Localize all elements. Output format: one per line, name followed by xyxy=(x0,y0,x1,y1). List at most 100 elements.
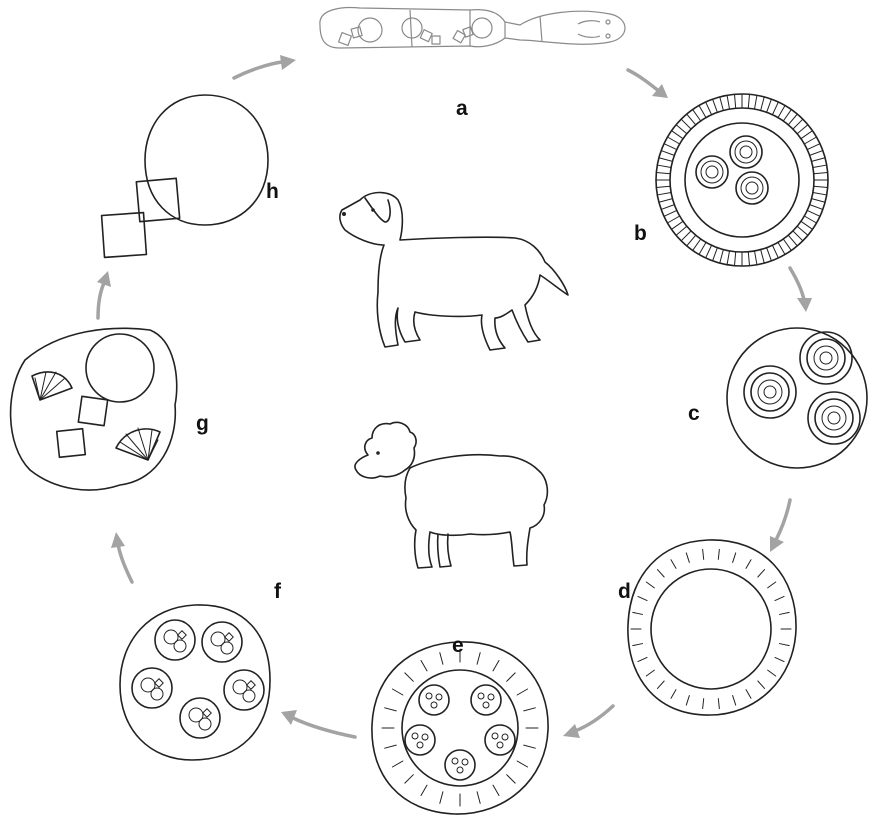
brood-capsule xyxy=(202,622,242,662)
striation-tick xyxy=(767,248,772,261)
stage-label-f: f xyxy=(274,580,282,603)
striation-tick xyxy=(813,193,827,195)
striation-tick xyxy=(793,231,803,241)
striation-tick xyxy=(421,660,427,670)
striation-tick xyxy=(524,745,536,748)
protoscolex xyxy=(174,640,186,652)
arrow-a-to-b xyxy=(628,70,668,98)
striation-tick xyxy=(507,775,515,783)
striation-tick xyxy=(775,596,784,600)
striation-tick xyxy=(727,95,729,109)
striation-tick xyxy=(524,708,536,711)
brood-capsule xyxy=(132,668,172,708)
striation-tick xyxy=(638,596,647,600)
striation-tick xyxy=(392,689,402,695)
striation-tick xyxy=(778,106,785,118)
stage-b-egg xyxy=(656,94,828,266)
striation-tick xyxy=(657,193,671,195)
striation-tick xyxy=(813,165,827,167)
hooklet-fan-2 xyxy=(116,428,160,460)
striation-tick xyxy=(767,99,772,112)
striation-tick xyxy=(755,95,757,109)
striation-tick xyxy=(440,653,443,665)
striation-tick xyxy=(633,612,643,614)
protoscolex xyxy=(431,702,437,708)
striation-tick xyxy=(507,673,515,681)
striation-tick xyxy=(718,699,719,709)
brood-capsule xyxy=(485,725,515,755)
striation-tick xyxy=(748,252,749,266)
striation-tick xyxy=(385,745,397,748)
striation-tick xyxy=(672,131,683,139)
protoscolex xyxy=(199,718,211,730)
stage-d-cyst xyxy=(628,540,796,715)
brood-capsule xyxy=(180,698,220,738)
arrow-f-to-g xyxy=(111,532,132,582)
protoscolex xyxy=(457,767,463,773)
striation-tick xyxy=(735,94,736,108)
protoscolex xyxy=(151,688,163,700)
protoscolex xyxy=(436,694,442,700)
striation-tick xyxy=(686,696,689,706)
protoscolex xyxy=(502,734,508,740)
striation-tick xyxy=(661,205,674,210)
striation-tick xyxy=(421,785,427,795)
protoscolex xyxy=(497,742,503,748)
striation-tick xyxy=(656,186,670,187)
hooklet xyxy=(203,709,211,717)
striation-tick xyxy=(693,110,701,121)
striation-tick xyxy=(693,239,701,250)
striation-tick xyxy=(812,199,826,203)
striation-tick xyxy=(477,653,480,665)
striation-tick xyxy=(810,205,823,210)
arrow-d-to-e xyxy=(563,706,613,738)
stage-label-b: b xyxy=(634,222,647,245)
striation-tick xyxy=(783,110,791,121)
stage-label-h: h xyxy=(266,180,279,203)
striation-tick xyxy=(671,560,676,569)
protoscolex xyxy=(417,742,423,748)
striation-tick xyxy=(646,582,654,588)
striation-tick xyxy=(687,235,696,246)
striation-tick xyxy=(761,97,765,111)
striation-tick xyxy=(797,125,808,134)
striation-tick xyxy=(703,549,704,559)
striation-tick xyxy=(681,231,691,241)
striation-tick xyxy=(706,245,712,258)
stage-label-d: d xyxy=(618,580,631,603)
hooklet xyxy=(247,681,255,689)
striation-tick xyxy=(746,560,751,569)
stage-e-hydatid-cyst xyxy=(372,642,548,814)
striation-tick xyxy=(699,242,706,254)
hooklet-fan-1 xyxy=(32,372,72,400)
oncosphere-1 xyxy=(800,332,852,384)
protoscolex xyxy=(488,694,494,700)
protoscolex xyxy=(483,702,489,708)
sheep-host-icon xyxy=(355,422,547,568)
brood-capsule xyxy=(155,620,195,660)
striation-tick xyxy=(676,226,687,235)
striation-tick xyxy=(788,235,797,246)
striation-tick xyxy=(646,670,654,676)
striation-tick xyxy=(783,239,791,250)
striation-tick xyxy=(493,785,499,795)
striation-tick xyxy=(699,106,706,118)
striation-tick xyxy=(778,242,785,254)
striation-tick xyxy=(664,144,677,150)
striation-tick xyxy=(772,245,778,258)
striation-tick xyxy=(385,708,397,711)
striation-tick xyxy=(810,151,823,156)
striation-tick xyxy=(664,210,677,216)
striation-tick xyxy=(804,216,816,223)
striation-tick xyxy=(713,99,718,112)
striation-tick xyxy=(713,248,718,261)
striation-tick xyxy=(797,226,808,235)
striation-tick xyxy=(755,251,757,265)
striation-tick xyxy=(814,173,828,174)
arrow-c-to-d xyxy=(770,500,790,552)
striation-tick xyxy=(659,158,673,162)
brood-capsule xyxy=(405,725,435,755)
arrow-g-to-h xyxy=(97,271,111,318)
striation-tick xyxy=(661,151,674,156)
